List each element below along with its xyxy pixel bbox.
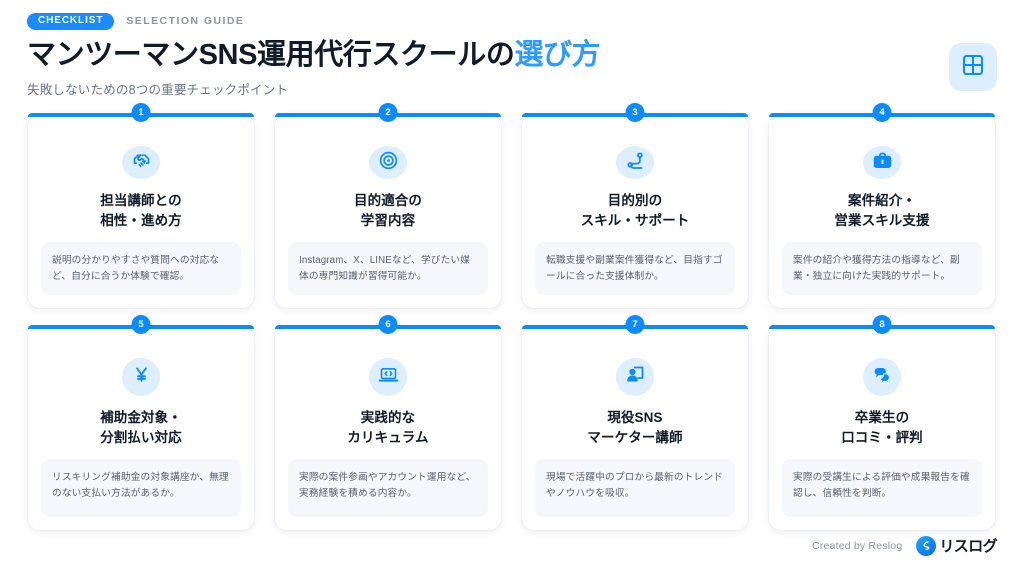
card-title-line2: 分割払い対応 xyxy=(100,429,182,445)
card-description: 実際の受講生による評価や成果報告を確認し、信頼性を判断。 xyxy=(782,459,982,517)
yen-icon xyxy=(131,364,152,390)
checklist-card[interactable]: 5 補助金対象・ 分割払い対応 リスキリング補助金の対象講座か、無理のない支払い… xyxy=(27,315,255,531)
reslog-logo-icon xyxy=(916,535,937,556)
card-description: 案件の紹介や獲得方法の指導など、副業・独立に向けた実践的サポート。 xyxy=(782,242,982,295)
card-title-line1: 実践的な xyxy=(360,410,416,425)
card-title-line1: 担当講師との xyxy=(100,193,182,208)
page-header: CHECKLIST SELECTION GUIDE マンツーマンSNS運用代行ス… xyxy=(27,12,997,100)
card-title-line1: 目的別の xyxy=(607,193,663,208)
card-description: Instagram、X、LINEなど、学びたい媒体の専門知識が習得可能か。 xyxy=(288,242,488,295)
card-title-line2: 相性・進め方 xyxy=(100,212,182,228)
chat-bubbles-icon xyxy=(872,364,893,390)
checklist-badge: CHECKLIST xyxy=(27,12,115,30)
card-title-line1: 卒業生の xyxy=(854,410,910,425)
card-number-badge: 5 xyxy=(131,315,151,334)
card-description: 現場で活躍中のプロから最新のトレンドやノウハウを吸収。 xyxy=(535,459,735,517)
reslog-logo: リスログ xyxy=(916,535,998,556)
card-title: 担当講師との 相性・進め方 xyxy=(100,191,182,231)
card-title: 目的適合の 学習内容 xyxy=(354,191,422,231)
page-title-main: マンツーマンSNS運用代行スクールの xyxy=(27,39,515,71)
page-title-accent: 選び方 xyxy=(514,39,601,71)
page-title: マンツーマンSNS運用代行スクールの選び方 xyxy=(27,39,997,71)
card-title: 現役SNS マーケター講師 xyxy=(587,408,682,448)
card-number-badge: 3 xyxy=(625,103,645,122)
briefcase-icon xyxy=(872,150,893,176)
presenter-icon xyxy=(625,364,646,390)
reslog-logo-text: リスログ xyxy=(939,538,997,555)
grid-icon-badge xyxy=(949,43,997,91)
card-number-badge: 7 xyxy=(625,315,645,334)
card-title: 補助金対象・ 分割払い対応 xyxy=(100,408,182,448)
card-icon-wrap xyxy=(122,358,160,396)
checklist-card[interactable]: 1 担当講師との 相性・進め方 説明の分かりやすさや質問への対応など、自分に合う… xyxy=(27,103,255,309)
card-title-line2: 学習内容 xyxy=(360,212,416,228)
card-icon-wrap xyxy=(616,358,654,396)
card-title-line2: スキル・サポート xyxy=(580,212,690,228)
card-title-line2: マーケター講師 xyxy=(587,429,683,445)
checklist-card[interactable]: 3 目的別の スキル・サポート 転職支援や副業案件獲得など、目指すゴールに合った… xyxy=(521,103,749,309)
card-number-badge: 8 xyxy=(872,315,892,334)
card-number-badge: 6 xyxy=(378,315,398,334)
grid-icon xyxy=(961,53,985,82)
card-description: 実際の案件参画やアカウント運用など、実務経験を積める内容か。 xyxy=(288,459,488,517)
card-icon-wrap xyxy=(863,146,901,179)
handshake-icon xyxy=(131,150,152,176)
checklist-card[interactable]: 2 目的適合の 学習内容 Instagram、X、LINEなど、学びたい媒体の専… xyxy=(274,103,502,309)
checklist-card[interactable]: 7 現役SNS マーケター講師 現場で活躍中のプロから最新のトレンドやノウハウを… xyxy=(521,315,749,531)
page-subtitle: 失敗しないための8つの重要チェックポイント xyxy=(27,83,289,98)
page-footer: Created by Reslog リスログ xyxy=(812,535,998,556)
checklist-card[interactable]: 4 案件紹介・ 営業スキル支援 案件の紹介や獲得方法の指導など、副業・独立に向け… xyxy=(768,103,996,309)
card-title-line2: 口コミ・評判 xyxy=(841,429,923,445)
card-title: 案件紹介・ 営業スキル支援 xyxy=(834,191,929,231)
card-description: 説明の分かりやすさや質問への対応など、自分に合うか体験で確認。 xyxy=(41,242,241,295)
selection-guide-label: SELECTION GUIDE xyxy=(126,15,245,27)
card-title-line2: カリキュラム xyxy=(347,429,429,445)
card-icon-wrap xyxy=(369,146,407,179)
card-title: 目的別の スキル・サポート xyxy=(581,191,690,231)
card-title: 卒業生の 口コミ・評判 xyxy=(841,408,923,448)
footer-credit: Created by Reslog xyxy=(812,539,903,552)
checklist-card[interactable]: 6 実践的な カリキュラム 実際の案件参画やアカウント運用など、実務経験を積める… xyxy=(274,315,502,531)
card-title-line1: 現役SNS xyxy=(607,410,663,425)
checklist-card[interactable]: 8 卒業生の 口コミ・評判 実際の受講生による評価や成果報告を確認し、信頼性を判… xyxy=(768,315,996,531)
laptop-code-icon xyxy=(378,364,399,390)
checklist-cards-grid: 1 担当講師との 相性・進め方 説明の分かりやすさや質問への対応など、自分に合う… xyxy=(27,103,997,531)
eyebrow-row: CHECKLIST SELECTION GUIDE xyxy=(27,12,997,30)
card-icon-wrap xyxy=(863,358,901,396)
card-icon-wrap xyxy=(369,358,407,396)
card-title: 実践的な カリキュラム xyxy=(347,408,428,448)
card-description: リスキリング補助金の対象講座か、無理のない支払い方法があるか。 xyxy=(41,459,241,517)
card-title-line1: 目的適合の xyxy=(354,193,422,208)
card-title-line2: 営業スキル支援 xyxy=(834,212,930,228)
card-icon-wrap xyxy=(122,146,160,179)
card-title-line1: 案件紹介・ xyxy=(847,193,916,208)
card-number-badge: 2 xyxy=(378,103,398,122)
card-description: 転職支援や副業案件獲得など、目指すゴールに合った支援体制か。 xyxy=(535,242,735,295)
card-number-badge: 4 xyxy=(872,103,892,122)
target-icon xyxy=(378,150,399,176)
card-icon-wrap xyxy=(616,146,654,179)
card-title-line1: 補助金対象・ xyxy=(100,410,182,425)
card-number-badge: 1 xyxy=(131,103,151,122)
route-icon xyxy=(625,150,646,176)
